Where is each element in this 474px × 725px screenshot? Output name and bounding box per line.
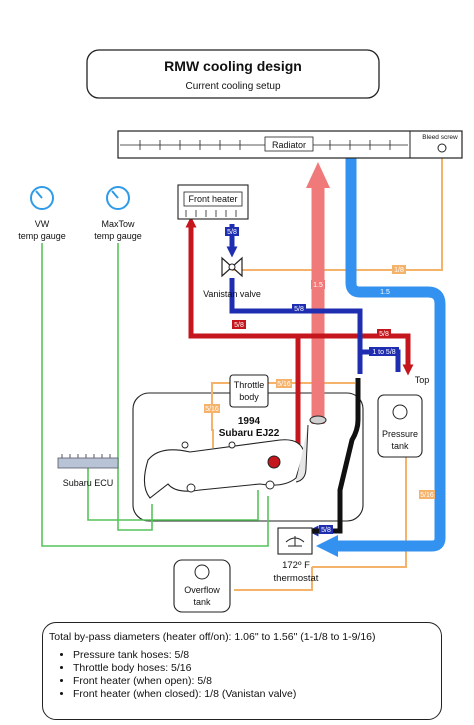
hose-tag-radiator-return: 1.5 (378, 287, 392, 296)
vw-gauge-label: VW (35, 219, 50, 229)
throttle-body (229, 374, 269, 408)
svg-text:5/16: 5/16 (205, 406, 219, 413)
summary-item: Front heater (when open): 5/8 (73, 675, 435, 687)
radiator-fins (139, 140, 391, 150)
radiator-label-box (264, 136, 314, 152)
summary-list: Pressure tank hoses: 5/8 Throttle body h… (49, 649, 435, 700)
diagram-title: RMW cooling design (164, 58, 302, 74)
pressure-tank-top-label: Top (415, 375, 430, 385)
hose-tag-radiator-feed: 1.5 (311, 280, 325, 289)
intake-manifold (143, 439, 305, 499)
pressure-tank-label: Pressure (382, 429, 418, 439)
summary-item: Front heater (when closed): 1/8 (Vanista… (73, 688, 435, 700)
svg-text:5/16: 5/16 (420, 492, 434, 499)
sensor-wires (41, 243, 269, 547)
bleed-screw-icon (437, 143, 447, 153)
hose-tag-overflow: 5/16 (419, 490, 435, 499)
throttle-body-label-2: body (239, 392, 259, 402)
overflow-cap-icon (194, 564, 210, 580)
summary-item: Throttle body hoses: 5/16 (73, 662, 435, 674)
hose-tag-throttle-a: 5/16 (204, 404, 220, 413)
engine-label-2: Subaru EJ22 (219, 428, 280, 439)
svg-text:1.5: 1.5 (380, 289, 390, 296)
svg-text:1/8: 1/8 (394, 267, 404, 274)
thermostat-temp: 172º F (282, 560, 310, 571)
overflow-tank-label-2: tank (193, 597, 211, 607)
svg-text:5/8: 5/8 (379, 331, 389, 338)
pressure-tank-label-2: tank (391, 441, 409, 451)
vanistan-valve-label: Vanistan valve (203, 289, 261, 299)
svg-text:1.5: 1.5 (313, 282, 323, 289)
hose-tag-heater-cold: 5/8 (292, 304, 306, 313)
title-box (86, 49, 380, 99)
front-heater-label: Front heater (188, 194, 237, 204)
svg-text:5/8: 5/8 (321, 527, 331, 534)
manifold-ports (181, 441, 275, 493)
svg-text:1 to 5/8: 1 to 5/8 (372, 349, 395, 356)
summary-item: Pressure tank hoses: 5/8 (73, 649, 435, 661)
hose-tag-pressure: 5/8 (377, 329, 391, 338)
radiator-label: Radiator (272, 140, 306, 150)
radiator-return-arrowhead (316, 535, 338, 557)
hose-tag-throttle-b: 5/16 (276, 379, 292, 388)
coolant-pipe (310, 378, 361, 534)
maxtow-gauge-icon (106, 186, 130, 210)
hose-tag-thermostat: 5/8 (319, 525, 333, 534)
overflow-tank (173, 559, 231, 613)
ecu-label: Subaru ECU (63, 478, 114, 488)
radiator-return-hose (336, 156, 446, 552)
summary-header: Total by-pass diameters (heater off/on):… (49, 631, 376, 643)
svg-text:5/8: 5/8 (294, 306, 304, 313)
engine-label: 1994 (238, 416, 261, 427)
throttle-body-label: Throttle (234, 380, 265, 390)
thermostat-icon (285, 536, 305, 547)
thermostat-label: thermostat (274, 573, 319, 584)
vw-gauge-icon (30, 186, 54, 210)
radiator-feed-arrowhead (306, 162, 330, 188)
svg-text:5/8: 5/8 (227, 229, 237, 236)
hose-tag-bleed: 1/8 (392, 265, 406, 274)
vw-gauge-label-2: temp gauge (18, 231, 66, 241)
maxtow-gauge-label-2: temp gauge (94, 231, 142, 241)
radiator-outlet-neck (309, 415, 327, 425)
hose-tag-reducer: 1 to 5/8 (369, 347, 399, 356)
svg-text:5/16: 5/16 (277, 381, 291, 388)
intake-runner (295, 424, 309, 483)
pressure-tank (377, 394, 423, 458)
ecu-icon (57, 454, 119, 469)
svg-text:5/8: 5/8 (234, 322, 244, 329)
vanistan-valve-icon (221, 256, 243, 278)
pressure-cap-icon (392, 404, 408, 420)
diagram-subtitle: Current cooling setup (185, 81, 280, 92)
overflow-tank-label: Overflow (184, 585, 220, 595)
pressure-tank-supply-hose (300, 333, 414, 376)
water-outlet-port (267, 455, 281, 469)
maxtow-gauge-label: MaxTow (101, 219, 135, 229)
hose-tag-heater-supply: 5/8 (232, 320, 246, 329)
bleed-screw-label: Bleed screw (422, 134, 458, 141)
hose-tag-heater-return: 5/8 (225, 227, 239, 236)
bypass-summary-box: Total by-pass diameters (heater off/on):… (42, 622, 442, 720)
